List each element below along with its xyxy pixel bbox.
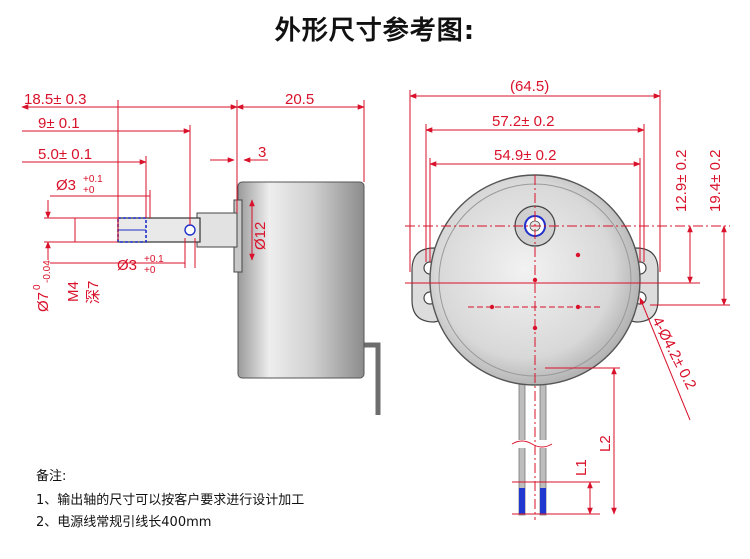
thread-depth-label: 深7 <box>85 281 102 304</box>
notes-line-1: 1、输出轴的尺寸可以按客户要求进行设计加工 <box>36 493 305 508</box>
dim-phi3-bottom-tol-plus: +0.1 <box>144 254 164 265</box>
shaft-cross-hole <box>184 224 196 236</box>
dim-l1-label: L1 <box>573 459 590 476</box>
lead-wire <box>362 342 381 415</box>
dim-phi3-top-tol-plus: +0.1 <box>83 174 103 185</box>
dim-phi3-bottom-tol-zero: +0 <box>144 265 156 276</box>
dim-12-9-label: 12.9± 0.2 <box>673 150 690 212</box>
dim-phi3-top-label: Ø3 <box>56 177 76 194</box>
dim-19-4-label: 19.4± 0.2 <box>707 150 724 212</box>
wire-tip-left <box>519 488 525 514</box>
shaft-boss <box>196 212 238 248</box>
dim-l2-label: L2 <box>597 435 614 452</box>
dim-9-label: 9± 0.1 <box>38 115 80 132</box>
notes-heading: 备注: <box>36 469 67 484</box>
dim-18-5-label: 18.5± 0.3 <box>24 91 86 108</box>
wire-tip-right <box>540 488 546 514</box>
side-view: 18.5± 0.3 20.5 9± 0.1 5.0± 0.1 3 Ø3 +0.1… <box>21 91 381 415</box>
dim-54-9-label: 54.9± 0.2 <box>494 147 556 164</box>
thread-m4-label: M4 <box>65 281 82 302</box>
dim-phi12-label: Ø12 <box>252 222 269 250</box>
drawing-title: 外形尺寸参考图: <box>274 16 476 46</box>
dim-3-label: 3 <box>258 144 266 161</box>
dim-phi7-tol-minus: -0.04 <box>42 260 53 283</box>
dim-phi3-top-tol-zero: +0 <box>83 185 95 196</box>
dim-20-5-label: 20.5 <box>285 91 314 108</box>
dim-64-5-label: (64.5) <box>510 78 549 95</box>
dim-5-label: 5.0± 0.1 <box>38 146 92 163</box>
dim-phi7-label: Ø7 <box>35 292 52 312</box>
dim-57-2-label: 57.2± 0.2 <box>492 113 554 130</box>
front-view: (64.5) 57.2± 0.2 54.9± 0.2 12.9± 0.2 19.… <box>405 78 730 520</box>
notes-line-2: 2、电源线常规引线长400mm <box>36 515 212 530</box>
dim-phi3-bottom-label: Ø3 <box>117 257 137 274</box>
dim-phi7-tol-zero: 0 <box>32 284 43 290</box>
motor-body-side <box>237 181 365 379</box>
